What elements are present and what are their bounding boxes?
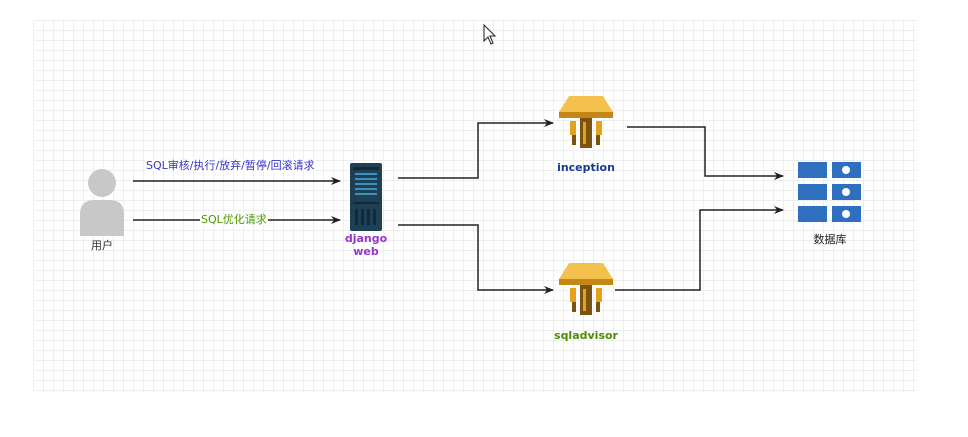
database-label: 数据库 — [813, 233, 847, 246]
edge-django-inception — [398, 119, 554, 179]
database-icon — [798, 162, 861, 222]
aws-service-icon — [559, 263, 613, 315]
inception-label: inception — [557, 161, 615, 174]
user-icon — [80, 169, 124, 236]
edge-django-sqladvisor — [398, 224, 554, 294]
edge-label-optimize-request: SQL优化请求 — [200, 213, 268, 226]
aws-service-icon — [559, 96, 613, 148]
edge-label-review-request: SQL审核/执行/放弃/暂停/回滚请求 — [145, 159, 316, 172]
server-rack-icon — [350, 163, 382, 231]
edge-sqladvisor-database — [615, 206, 784, 291]
grid-background — [33, 20, 917, 392]
mouse-cursor-icon — [483, 23, 497, 45]
django-label-line1: django — [344, 232, 388, 245]
sqladvisor-label: sqladvisor — [554, 329, 618, 342]
user-label: 用户 — [91, 239, 113, 252]
django-label-line2: web — [353, 245, 379, 258]
edge-inception-database — [627, 126, 784, 180]
